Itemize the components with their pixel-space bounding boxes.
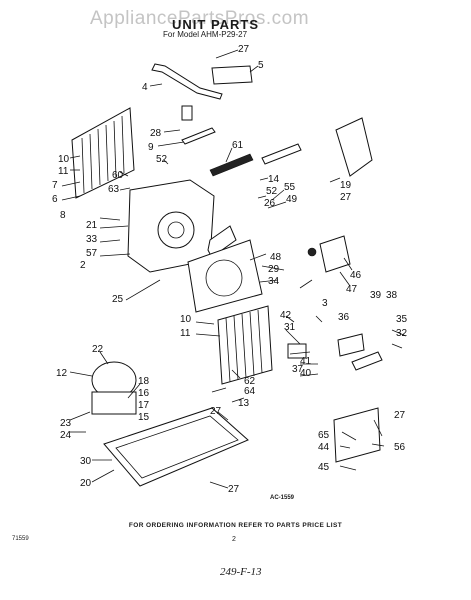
ordering-note: FOR ORDERING INFORMATION REFER TO PARTS … [128, 522, 343, 529]
control-plate [333, 407, 381, 463]
vent-strip [209, 153, 254, 177]
coil-fins [81, 115, 125, 194]
callout-label: 10 [180, 314, 192, 325]
capacitor [337, 333, 365, 357]
callout-label: 13 [238, 398, 250, 409]
callout-label: 41 [300, 356, 312, 367]
callout-label: 15 [138, 412, 150, 423]
callout-label: 42 [280, 310, 292, 321]
leader-lines [61, 49, 407, 489]
callout-label: 29 [268, 264, 280, 275]
callout-label: 10 [58, 154, 70, 165]
callout-label: 33 [86, 234, 98, 245]
callout-label: 30 [80, 456, 92, 467]
callout-label: 55 [284, 182, 296, 193]
callout-label: 16 [138, 388, 150, 399]
callout-label: 25 [112, 294, 124, 305]
rail-part [151, 63, 223, 100]
callout-label: 37 [292, 364, 304, 375]
callout-label: 22 [92, 344, 104, 355]
callout-label: 64 [244, 386, 256, 397]
selector-switch [351, 351, 383, 371]
callout-label: 27 [228, 484, 240, 495]
callout-label: 4 [142, 82, 148, 93]
callout-label: 23 [60, 418, 72, 429]
side-bracket [335, 117, 373, 177]
strip-14 [261, 143, 302, 165]
page-title: UNIT PARTS [172, 17, 260, 32]
callout-label: 52 [156, 154, 168, 165]
fan-shroud [187, 239, 263, 313]
motor-shaft [307, 247, 317, 257]
callout-label: 56 [394, 442, 406, 453]
callout-label: 60 [112, 170, 124, 181]
callout-label: 49 [286, 194, 298, 205]
callout-label: 17 [138, 400, 150, 411]
callout-label: 38 [386, 290, 398, 301]
callout-label: 19 [340, 180, 352, 191]
callout-label: 28 [150, 128, 162, 139]
callout-label: 35 [396, 314, 408, 325]
condenser-coil [217, 305, 273, 385]
callout-label: 34 [268, 276, 280, 287]
watermark: AppliancePartsPros.com [90, 8, 310, 29]
callout-label: 24 [60, 430, 72, 441]
callout-label: 5 [258, 60, 264, 71]
callout-label: 27 [340, 192, 352, 203]
callout-label: 18 [138, 376, 150, 387]
callout-label: 40 [300, 368, 312, 379]
callout-label: 14 [268, 174, 280, 185]
callout-label: 8 [60, 210, 66, 221]
top-bracket [211, 65, 253, 85]
seal-strip [181, 127, 216, 145]
callout-label: 48 [270, 252, 282, 263]
callout-label: 11 [180, 328, 191, 339]
callout-label: 47 [346, 284, 358, 295]
callout-label: 2 [80, 260, 86, 271]
terminal-block [287, 343, 307, 359]
callout-label: 36 [338, 312, 350, 323]
callout-label: 31 [284, 322, 296, 333]
callout-label: 3 [322, 298, 328, 309]
callout-label: 7 [52, 180, 58, 191]
callout-label: 46 [350, 270, 362, 281]
page-number: 2 [232, 536, 236, 543]
callout-label: 62 [244, 376, 256, 387]
callout-label: 21 [86, 220, 98, 231]
callout-label: 27 [394, 410, 406, 421]
callout-label: 39 [370, 290, 382, 301]
page-subtitle: For Model AHM-P29-27 [163, 30, 248, 39]
callout-label: 44 [318, 442, 330, 453]
callout-label: 32 [396, 328, 408, 339]
callout-label: 26 [264, 198, 276, 209]
callout-label: 52 [266, 186, 278, 197]
base-pan [103, 407, 249, 487]
condenser-fins [225, 309, 263, 383]
evaporator-coil [71, 107, 135, 199]
callout-label: 12 [56, 368, 68, 379]
callout-label: 9 [148, 142, 154, 153]
callout-label: 27 [210, 406, 222, 417]
callout-label: 61 [232, 140, 244, 151]
cap-part [181, 105, 193, 121]
handwritten-code: 249-F-13 [220, 566, 262, 578]
callout-label: 27 [238, 44, 250, 55]
callout-label: 45 [318, 462, 330, 473]
callout-label: 57 [86, 248, 98, 259]
fan-motor [319, 235, 351, 273]
callout-label: 65 [318, 430, 330, 441]
callout-label: 20 [80, 478, 92, 489]
doc-code: 71559 [12, 536, 29, 542]
blower-wheel [157, 211, 195, 249]
callout-label: 63 [108, 184, 120, 195]
diagram-code: AC-1559 [270, 495, 295, 501]
callout-label: 11 [58, 166, 69, 177]
callout-label: 6 [52, 194, 58, 205]
